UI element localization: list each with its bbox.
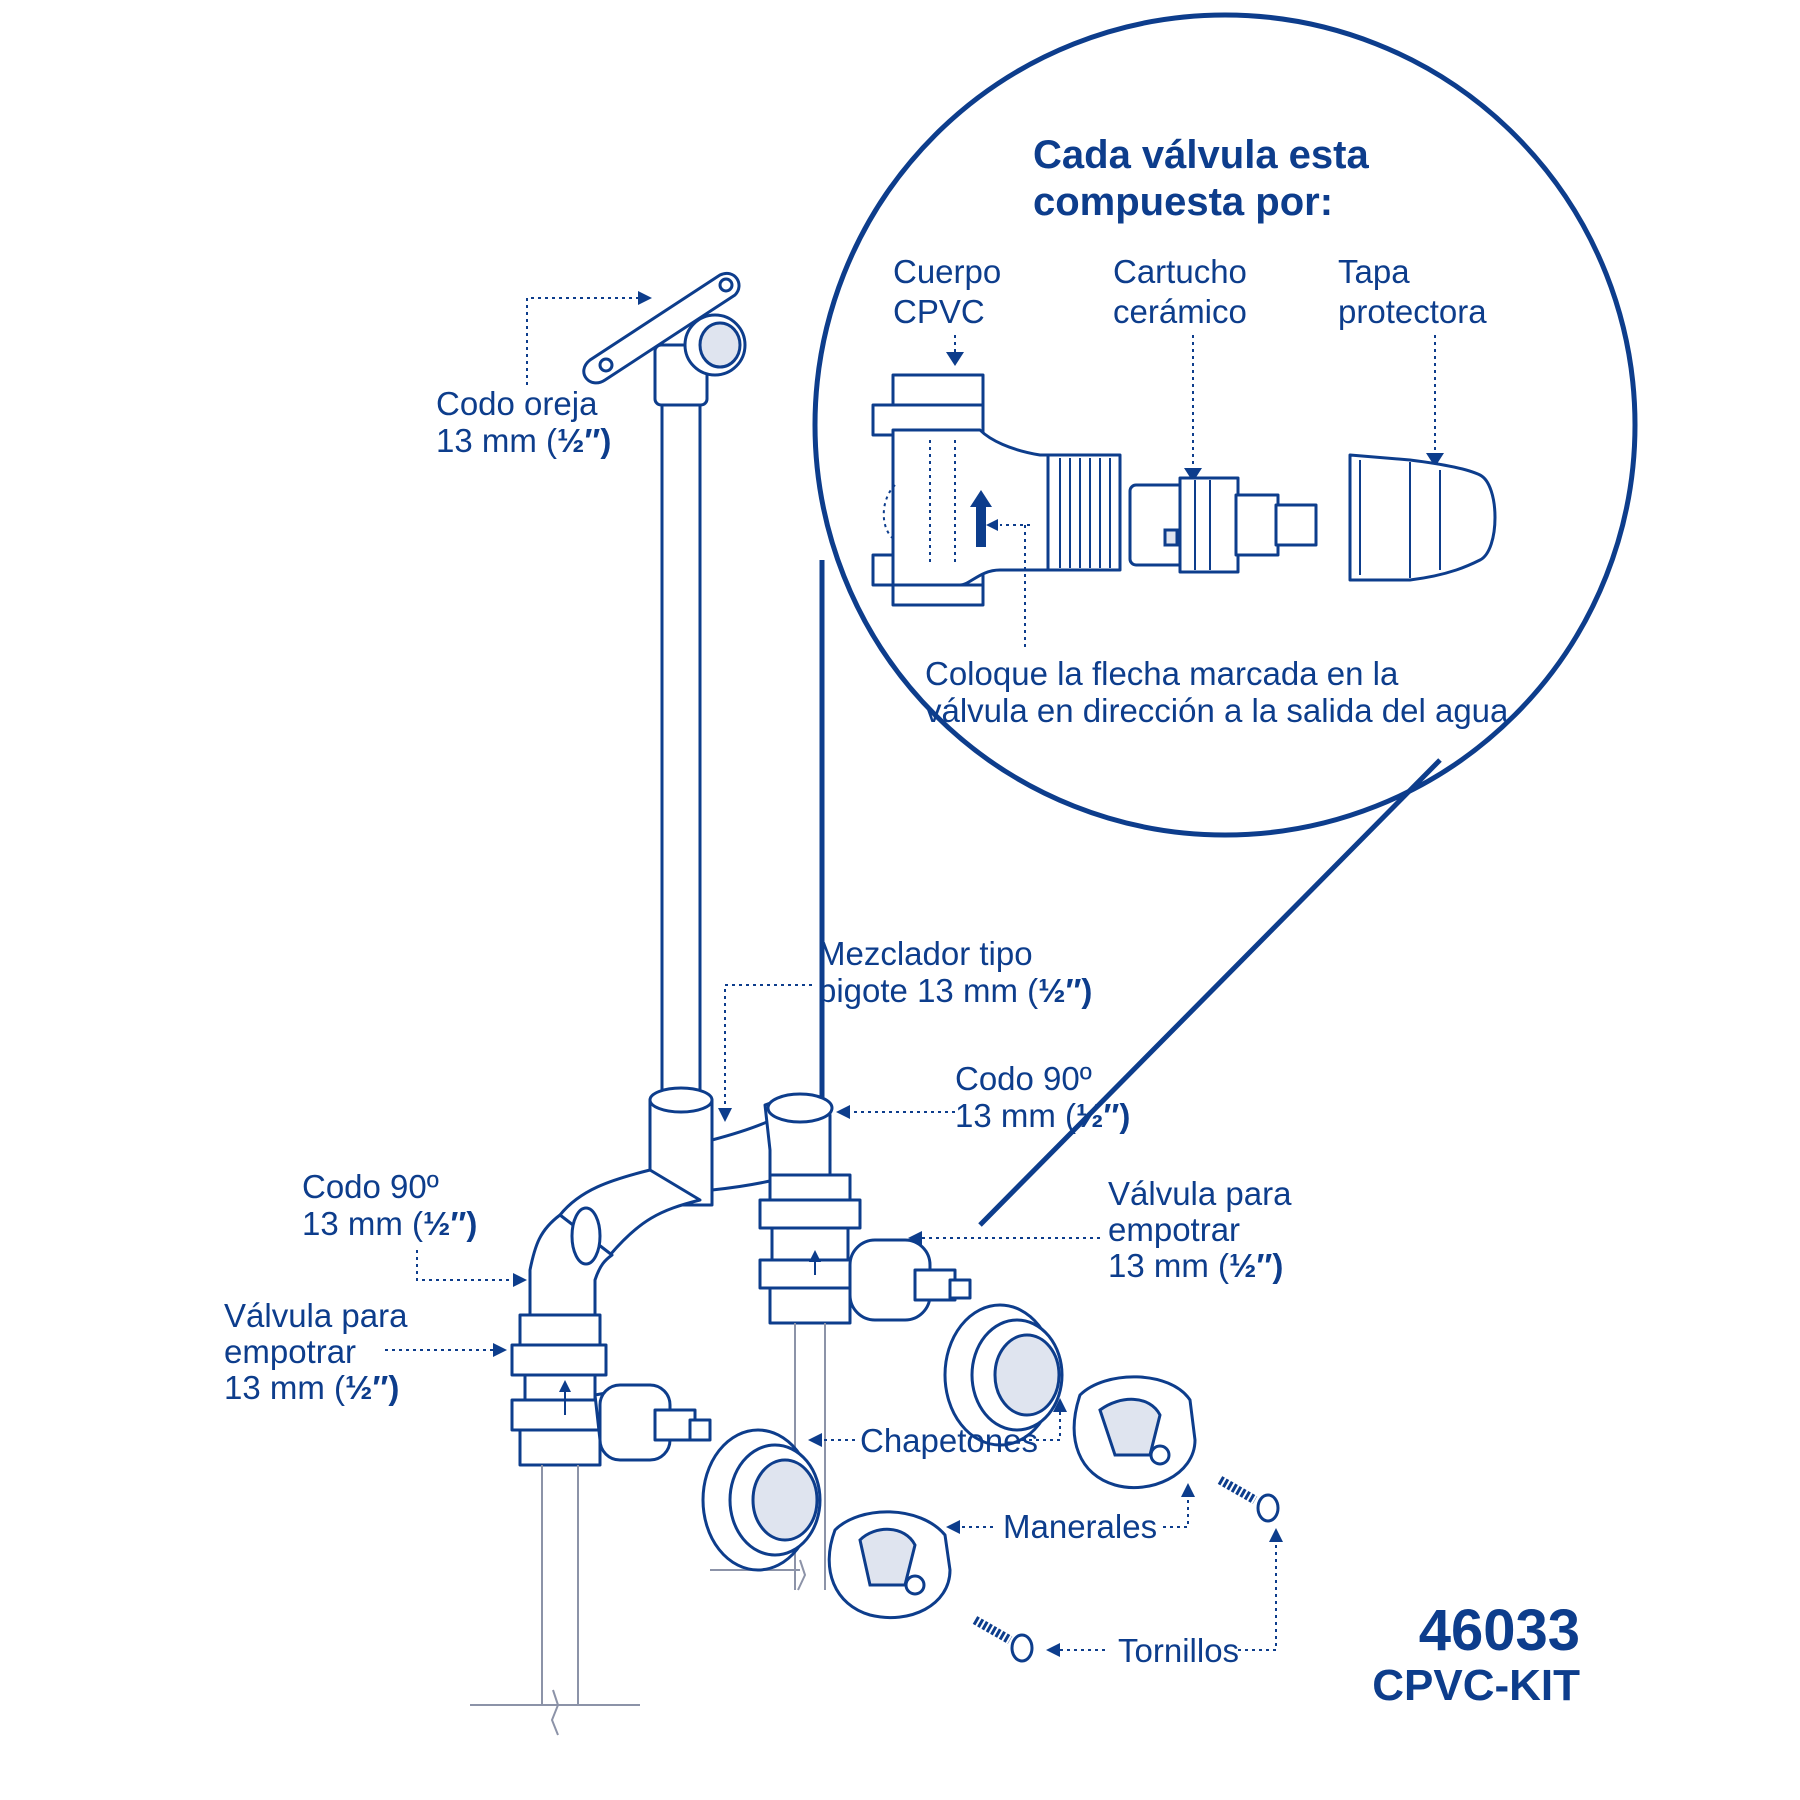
codo-90-left-line2: 13 mm (½″) — [302, 1205, 477, 1242]
callout-title-line2: compuesta por: — [1033, 180, 1333, 224]
cartridge-illustration — [1128, 476, 1318, 574]
chapeton-left — [701, 1428, 822, 1572]
part-label-tapa-line1: Tapa — [1338, 253, 1410, 290]
tornillo-right — [1217, 1476, 1280, 1523]
valve-left — [510, 1313, 712, 1467]
codo-oreja-line2: 13 mm (½″) — [436, 422, 611, 459]
maneral-left — [827, 1510, 952, 1620]
label-tornillos: Tornillos — [1118, 1632, 1239, 1669]
codo-oreja-line1: Codo oreja — [436, 385, 598, 422]
callout-title-line1: Cada válvula esta — [1033, 133, 1369, 177]
codo-oreja-fitting — [582, 271, 747, 407]
codo-90-right — [763, 1092, 834, 1177]
label-manerales: Manerales — [1003, 1508, 1157, 1545]
label-codo-oreja: Codo oreja 13 mm (½″) — [436, 385, 611, 459]
chapeton-right — [943, 1303, 1064, 1447]
part-label-cartucho-line2: cerámico — [1113, 293, 1247, 330]
valvula-left-line2: empotrar — [224, 1333, 356, 1370]
valve-body-illustration — [871, 373, 1122, 650]
model-number: 46033 — [1419, 1598, 1580, 1663]
maneral-right — [1072, 1375, 1197, 1490]
valvula-left-line3: 13 mm (½″) — [224, 1369, 399, 1406]
label-mezclador: Mezclador tipo bigote 13 mm (½″) — [818, 935, 1092, 1009]
part-label-cuerpo-line2: CPVC — [893, 293, 985, 330]
part-label-tapa-line2: protectora — [1338, 293, 1487, 330]
tornillo-left — [972, 1616, 1034, 1663]
valve-right — [758, 1173, 972, 1325]
valvula-right-line3: 13 mm (½″) — [1108, 1247, 1283, 1284]
codo-90-left-line1: Codo 90º — [302, 1168, 439, 1205]
label-chapetones: Chapetones — [860, 1422, 1038, 1459]
callout-note-line1: Coloque la flecha marcada en la — [925, 655, 1399, 692]
model-code: CPVC-KIT — [1372, 1661, 1580, 1710]
valvula-right-line1: Válvula para — [1108, 1175, 1292, 1212]
valvula-right-line2: empotrar — [1108, 1211, 1240, 1248]
callout-note-line2: válvula en dirección a la salida del agu… — [925, 692, 1509, 729]
leader-lines — [385, 291, 1283, 1657]
codo-90-right-line1: Codo 90º — [955, 1060, 1092, 1097]
label-valvula-left: Válvula para empotrar 13 mm (½″) — [224, 1297, 408, 1406]
mezclador-line1: Mezclador tipo — [818, 935, 1033, 972]
mezclador-line2: bigote 13 mm (½″) — [818, 972, 1092, 1009]
part-label-cartucho-line1: Cartucho — [1113, 253, 1247, 290]
codo-90-right-line2: 13 mm (½″) — [955, 1097, 1130, 1134]
label-codo-90-right: Codo 90º 13 mm (½″) — [955, 1060, 1130, 1134]
pipe-assembly — [470, 271, 972, 1736]
part-label-cuerpo-line1: Cuerpo — [893, 253, 1001, 290]
protective-cap-illustration — [1348, 453, 1497, 582]
magnifier-callout: Cada válvula esta compuesta por: Cuerpo … — [812, 12, 1638, 1270]
label-codo-90-left: Codo 90º 13 mm (½″) — [302, 1168, 477, 1242]
valvula-left-line1: Válvula para — [224, 1297, 408, 1334]
label-valvula-right: Válvula para empotrar 13 mm (½″) — [1108, 1175, 1292, 1284]
codo-90-left — [528, 1206, 614, 1322]
